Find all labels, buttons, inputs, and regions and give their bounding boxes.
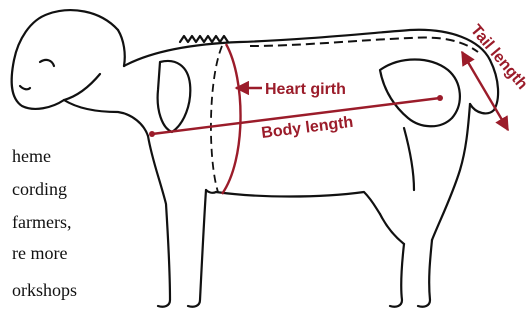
sheep-nose xyxy=(20,86,30,89)
heart-girth-dashed-line xyxy=(211,46,222,192)
sheep-neck-outline xyxy=(64,100,148,136)
body-length-end-point xyxy=(437,95,443,101)
heart-girth-label: Heart girth xyxy=(265,81,346,98)
heart-girth-measure-line xyxy=(222,44,241,194)
sheep-hind-leg-front xyxy=(418,240,432,307)
sheep-back-outline xyxy=(124,30,490,66)
sheep-ear-outline xyxy=(118,30,125,66)
sheep-front-leg-inner xyxy=(188,190,206,307)
sheep-wool-fringe xyxy=(180,36,228,42)
sheep-eye xyxy=(40,60,54,66)
sheep-femur xyxy=(404,128,414,190)
sheep-pelvis xyxy=(380,60,460,127)
sheep-hindquarter-outline xyxy=(432,104,470,240)
sheep-outline xyxy=(12,10,498,307)
sheep-stifle xyxy=(380,214,404,244)
sheep-belly-outline xyxy=(216,192,380,214)
sheep-elbow xyxy=(206,190,216,193)
body-length-start-point xyxy=(149,131,155,137)
sheep-head-outline xyxy=(12,10,118,109)
sheep-hind-leg-back xyxy=(390,244,404,307)
sheep-shoulder-blade xyxy=(158,61,191,132)
sheep-front-leg-outer xyxy=(148,136,170,307)
